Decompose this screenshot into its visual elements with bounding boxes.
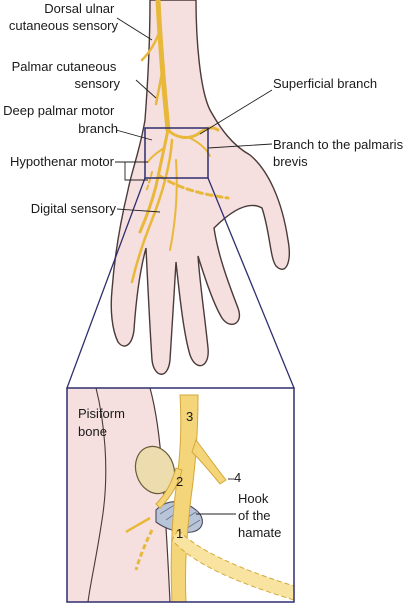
- dorsal-ulnar-branch: [140, 28, 162, 62]
- deep-branch-dashed: [158, 174, 230, 200]
- label-palmaris: Branch to the palmaris brevis: [273, 137, 407, 169]
- ulnar-nerve-trunk: [155, 0, 171, 133]
- label-hypothenar: Hypothenar motor: [10, 154, 115, 169]
- hand-nerves: [130, 0, 230, 284]
- inset-number-3: 3: [186, 409, 193, 424]
- label-superficial: Superficial branch: [273, 76, 377, 91]
- inset-panel: Pisiform bone Hook of the hamate 1 2 3 4: [66, 387, 295, 603]
- inset-nerve-branch-4: [191, 438, 227, 485]
- inset-nerve-main: [170, 394, 199, 602]
- label-palmar-cutaneous: Palmar cutaneous sensory: [12, 59, 121, 91]
- inset-leaders: [196, 478, 236, 515]
- label-pisiform: Pisiform bone: [78, 406, 129, 439]
- zoom-box: [144, 127, 209, 179]
- inset-hand-edge: [87, 388, 107, 602]
- zoom-line-left: [66, 177, 146, 389]
- leader-lines: [115, 17, 273, 213]
- hypothenar-nerve: [147, 147, 165, 163]
- label-dorsal-ulnar: Dorsal ulnar cutaneous sensory: [9, 1, 119, 33]
- label-hamate: Hook of the hamate: [238, 491, 281, 540]
- inset-dashed-branch: [134, 529, 154, 571]
- digital-sensory-nerve: [130, 138, 174, 284]
- inset-nerve-branch-2: [155, 467, 183, 509]
- inset-border: [66, 387, 295, 603]
- inset-number-4: 4: [234, 470, 241, 485]
- inset-small-nerve: [125, 516, 151, 534]
- superficial-branch-nerve: [166, 126, 220, 139]
- deep-palmar-nerve: [138, 128, 170, 234]
- inset-number-1: 1: [176, 526, 183, 541]
- digital-branch-2: [169, 159, 178, 251]
- zoom-line-right: [207, 177, 295, 389]
- inset-deep-branch: [171, 529, 294, 601]
- deep-branch-dashed-2: [145, 171, 153, 193]
- inset-number-2: 2: [176, 474, 183, 489]
- palmar-cutaneous-branch: [154, 70, 164, 106]
- palmaris-branch-nerve: [189, 137, 211, 157]
- label-deep-palmar: Deep palmar motor branch: [3, 103, 118, 136]
- hand-outline: [110, 0, 290, 375]
- label-digital: Digital sensory: [31, 201, 117, 216]
- pisiform-bone: [134, 445, 176, 495]
